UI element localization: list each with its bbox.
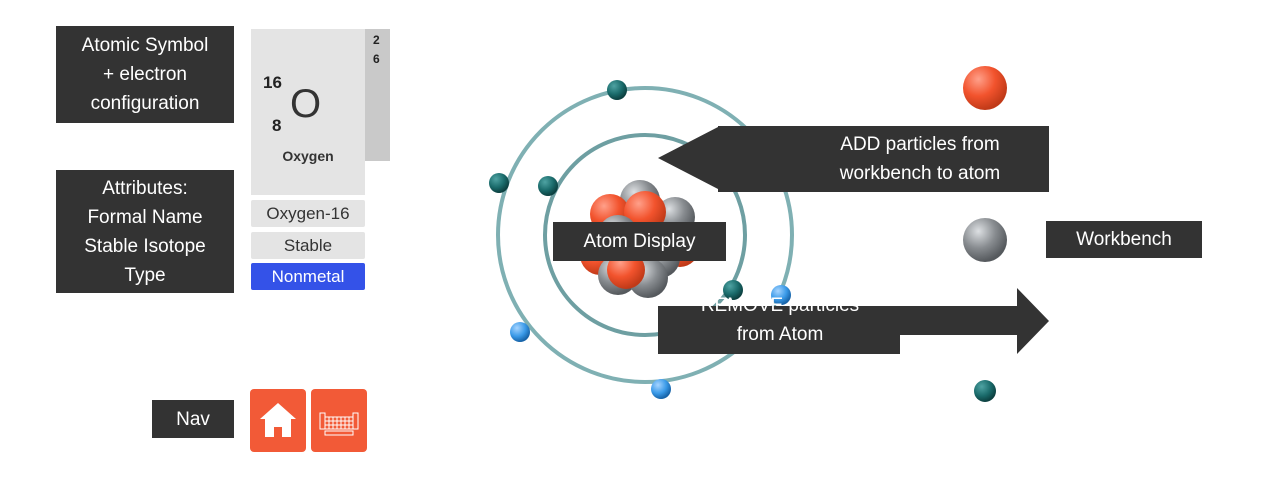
remove-particles-label: REMOVE particles from Atom: [664, 291, 896, 349]
callout-line: Stable Isotope: [84, 235, 206, 257]
callout-line: Type: [124, 264, 166, 286]
atomic-symbol-callout: Atomic Symbol + electron configuration: [56, 26, 234, 123]
electron[interactable]: [607, 80, 627, 100]
remove-particles-arrow: [658, 288, 1049, 354]
workbench-proton[interactable]: [963, 66, 1007, 110]
callout-line: REMOVE particles: [700, 295, 860, 316]
callout-line: configuration: [90, 93, 200, 114]
callout-line: + electron: [103, 64, 187, 85]
workbench-label-bg: [1046, 221, 1202, 258]
shell-1-count: 2: [373, 33, 380, 47]
mass-number: 16: [263, 73, 282, 92]
attributes-callout: Attributes: Formal Name Stable Isotope T…: [56, 170, 234, 293]
shell-2-count: 6: [373, 52, 380, 66]
callout-line: workbench to atom: [839, 163, 1001, 184]
element-name: Oxygen: [282, 148, 334, 164]
callout-line: Nav: [176, 408, 210, 430]
element-symbol: O: [290, 82, 322, 126]
home-button[interactable]: [250, 389, 306, 452]
electron[interactable]: [510, 322, 530, 342]
callout-line: Attributes:: [102, 177, 188, 199]
inner-orbit: [543, 133, 747, 337]
callout-line: Atomic Symbol: [81, 35, 209, 56]
callout-line: Formal Name: [87, 206, 203, 228]
electron[interactable]: [538, 176, 558, 196]
workbench-neutron[interactable]: [963, 218, 1007, 262]
electron[interactable]: [771, 285, 791, 305]
electron[interactable]: [723, 280, 743, 300]
callout-line: from Atom: [736, 324, 824, 345]
home-icon: [260, 403, 296, 437]
stability-field: Stable: [251, 232, 365, 259]
outer-orbit: [496, 86, 794, 384]
callout-line: ADD particles from: [840, 134, 1000, 155]
periodic-table-icon: [319, 412, 359, 436]
electron[interactable]: [489, 173, 509, 193]
element-type-badge: Nonmetal: [251, 263, 365, 290]
workbench-label: Workbench: [1076, 229, 1172, 250]
atom-display-label: Atom Display: [583, 231, 696, 252]
atom-display-label-bg: [553, 222, 726, 261]
element-card[interactable]: [251, 29, 365, 195]
add-particles-label: ADD particles from workbench to atom: [800, 130, 1040, 188]
add-particles-arrow: [658, 126, 1049, 192]
formal-name-field: Oxygen-16: [251, 200, 365, 227]
electron[interactable]: [651, 379, 671, 399]
electron-config-panel: [365, 29, 390, 161]
workbench-electron[interactable]: [974, 380, 996, 402]
periodic-table-button[interactable]: [311, 389, 367, 452]
nav-callout: Nav: [152, 400, 234, 438]
atomic-number: 8: [272, 116, 282, 135]
